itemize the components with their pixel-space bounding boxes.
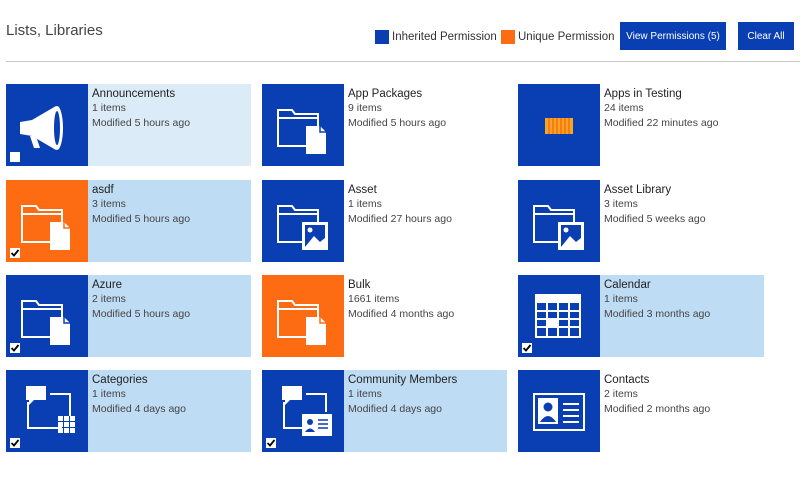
tile-count: 9 items	[348, 102, 382, 114]
page-title: Lists, Libraries	[6, 22, 103, 39]
tile-modified: Modified 5 hours ago	[92, 308, 191, 320]
tile-text: Asset Library 3 items Modified 5 weeks a…	[604, 183, 784, 227]
tile-title[interactable]: Community Members	[348, 374, 458, 386]
discussion-grid-icon	[26, 386, 75, 433]
tile-title[interactable]: asdf	[92, 184, 114, 196]
folder-document-icon	[277, 300, 326, 345]
tile-checkbox[interactable]	[10, 438, 20, 448]
folder-picture-icon	[277, 205, 328, 250]
legend-unique-label: Unique Permission	[518, 31, 615, 43]
tile-text: Categories 1 items Modified 4 days ago	[92, 373, 272, 417]
tile-text: App Packages 9 items Modified 5 hours ag…	[348, 87, 528, 131]
tile-modified: Modified 2 months ago	[604, 403, 711, 415]
folder-document-icon	[21, 205, 70, 250]
legend-unique: Unique Permission	[501, 30, 615, 44]
folder-document-icon	[277, 109, 326, 154]
tile-checkbox[interactable]	[10, 248, 20, 258]
tile-count: 1661 items	[348, 293, 400, 305]
tile-title[interactable]: Announcements	[92, 88, 176, 100]
folder-picture-icon	[533, 205, 584, 250]
tile-title[interactable]: Azure	[92, 279, 123, 291]
tile-modified: Modified 5 hours ago	[92, 213, 191, 225]
tile-count: 1 items	[92, 102, 126, 114]
tile-modified: Modified 22 minutes ago	[604, 117, 719, 129]
legend-unique-swatch	[501, 30, 515, 44]
tile-count: 2 items	[92, 293, 126, 305]
tile-count: 1 items	[348, 198, 382, 210]
tile-text: Calendar 1 items Modified 3 months ago	[604, 278, 784, 322]
legend-inherited: Inherited Permission	[375, 30, 497, 44]
tile-checkbox[interactable]	[10, 343, 20, 353]
tile-text: Bulk 1661 items Modified 4 months ago	[348, 278, 528, 322]
tile-modified: Modified 3 months ago	[604, 308, 711, 320]
tile-icon-box	[262, 370, 344, 452]
tile-text: Asset 1 items Modified 27 hours ago	[348, 183, 528, 227]
tile-title[interactable]: Bulk	[348, 279, 371, 291]
tile-icon-box	[518, 180, 600, 262]
tile-icon-box	[6, 370, 88, 452]
tile-title[interactable]: Calendar	[604, 279, 651, 291]
tile-modified: Modified 4 months ago	[348, 308, 455, 320]
tile-icon-box	[6, 275, 88, 357]
tile-icon-box	[262, 84, 344, 166]
calendar-icon	[535, 294, 581, 338]
clear-all-button[interactable]: Clear All	[738, 22, 794, 50]
tile-icon-box	[262, 275, 344, 357]
tile-text: asdf 3 items Modified 5 hours ago	[92, 183, 272, 227]
tile-count: 1 items	[92, 388, 126, 400]
tile-count: 1 items	[348, 388, 382, 400]
megaphone-icon	[20, 106, 63, 150]
tile-title[interactable]: Asset Library	[604, 184, 672, 196]
tile-modified: Modified 5 weeks ago	[604, 213, 706, 225]
tile-text: Community Members 1 items Modified 4 day…	[348, 373, 528, 417]
folder-document-icon	[21, 300, 70, 345]
tile-title[interactable]: Contacts	[604, 374, 650, 386]
tile-count: 3 items	[604, 198, 638, 210]
tile-title[interactable]: Asset	[348, 184, 377, 196]
tile-text: Contacts 2 items Modified 2 months ago	[604, 373, 784, 417]
tile-count: 1 items	[604, 293, 638, 305]
tile-modified: Modified 5 hours ago	[92, 117, 191, 129]
view-permissions-button[interactable]: View Permissions (5)	[620, 22, 726, 50]
tile-count: 24 items	[604, 102, 644, 114]
tile-icon-box	[518, 275, 600, 357]
tile-checkbox[interactable]	[10, 152, 20, 162]
tile-modified: Modified 4 days ago	[92, 403, 186, 415]
contact-card-icon	[533, 393, 585, 431]
legend-inherited-swatch	[375, 30, 389, 44]
tile-count: 3 items	[92, 198, 126, 210]
app-catalog-icon	[545, 118, 573, 134]
discussion-contact-icon	[282, 386, 332, 436]
tile-checkbox[interactable]	[266, 438, 276, 448]
tile-checkbox[interactable]	[522, 343, 532, 353]
tile-text: Azure 2 items Modified 5 hours ago	[92, 278, 272, 322]
header-divider	[6, 61, 800, 62]
tile-text: Announcements 1 items Modified 5 hours a…	[92, 87, 272, 131]
tile-icon-box	[518, 370, 600, 452]
tile-icon-box	[262, 180, 344, 262]
tile-title[interactable]: Apps in Testing	[604, 88, 682, 100]
tile-count: 2 items	[604, 388, 638, 400]
tile-modified: Modified 4 days ago	[348, 403, 442, 415]
tile-icon-box	[6, 84, 88, 166]
tile-title[interactable]: Categories	[92, 374, 148, 386]
legend-inherited-label: Inherited Permission	[392, 31, 497, 43]
tile-text: Apps in Testing 24 items Modified 22 min…	[604, 87, 784, 131]
tile-icon-box	[518, 84, 600, 166]
tile-title[interactable]: App Packages	[348, 88, 423, 100]
tile-modified: Modified 27 hours ago	[348, 213, 452, 225]
tile-icon-box	[6, 180, 88, 262]
tile-modified: Modified 5 hours ago	[348, 117, 447, 129]
